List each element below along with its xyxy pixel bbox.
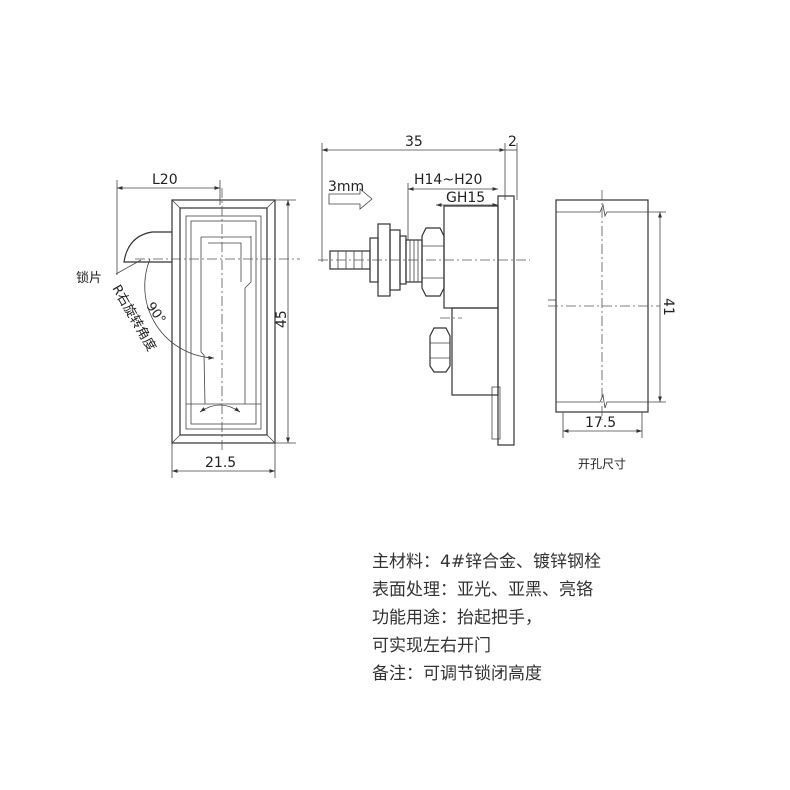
dim-height: 45 (274, 310, 290, 328)
dim-stroke: 3mm (328, 179, 364, 195)
cutout-caption: 开孔尺寸 (578, 457, 626, 471)
spec-function: 功能用途：抬起把手， (372, 608, 542, 628)
spec-list: 主材料：4#锌合金、镀锌钢栓 表面处理：亚光、亚黑、亮铬 功能用途：抬起把手， … (372, 548, 601, 688)
label-latch: 锁片 (76, 270, 102, 286)
spec-function-cont: 可实现左右开门 (372, 636, 491, 656)
dim-model: GH15 (446, 190, 485, 206)
dim-width-top: L20 (152, 172, 178, 188)
cutout-dim-height: 41 (660, 298, 676, 316)
spec-note: 备注：可调节锁闭高度 (372, 664, 542, 684)
dim-range: H14~H20 (414, 172, 482, 188)
front-view: L20 45 21.5 锁片 R右旋转角度 90° (76, 172, 300, 478)
spec-material: 主材料：4#锌合金、镀锌钢栓 (372, 552, 602, 572)
dim-width-bottom: 21.5 (205, 455, 236, 471)
side-view: 35 2 H14~H20 GH15 3mm (318, 134, 530, 446)
spec-finish: 表面处理：亚光、亚黑、亮铬 (372, 580, 593, 600)
cutout-view: 41 17.5 开孔尺寸 (548, 190, 676, 471)
cutout-dim-width: 17.5 (585, 415, 616, 431)
dim-flange: 2 (508, 134, 517, 150)
dim-length: 35 (405, 134, 423, 150)
